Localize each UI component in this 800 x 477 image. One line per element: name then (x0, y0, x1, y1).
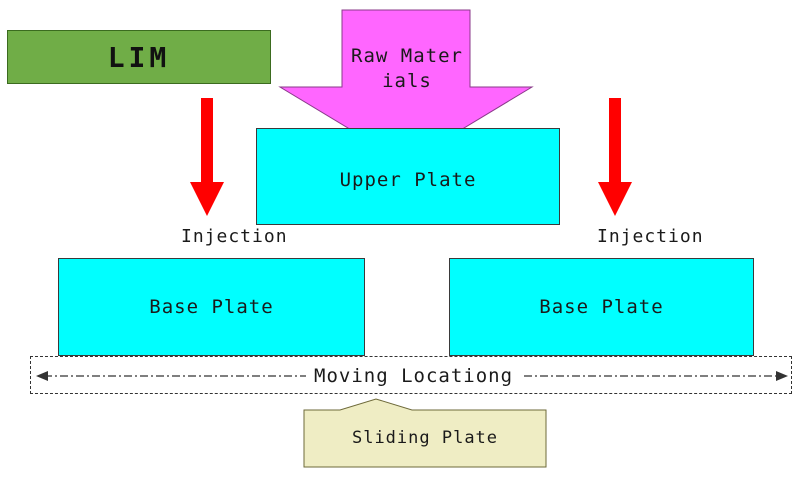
injection-label-left: Injection (181, 226, 288, 247)
injection-arrow-left (190, 98, 224, 216)
base-plate-left-box: Base Plate (58, 258, 365, 356)
moving-location-frame (30, 356, 792, 394)
sliding-plate-label: Sliding Plate (351, 428, 499, 448)
raw-materials-arrow (278, 9, 534, 164)
base-plate-left-label: Base Plate (149, 296, 274, 318)
base-plate-right-box: Base Plate (449, 258, 754, 356)
raw-materials-label: Raw Materials (351, 45, 463, 92)
injection-arrow-right (598, 98, 632, 216)
lim-box: LIM (7, 30, 271, 84)
upper-plate-label: Upper Plate (339, 168, 477, 191)
upper-plate-box: Upper Plate (256, 128, 560, 225)
moving-location-label: Moving Locationg (306, 365, 522, 387)
lim-label: LIM (107, 40, 171, 74)
sliding-plate-shape (303, 398, 547, 468)
injection-label-right: Injection (597, 226, 704, 247)
base-plate-right-label: Base Plate (539, 296, 664, 318)
